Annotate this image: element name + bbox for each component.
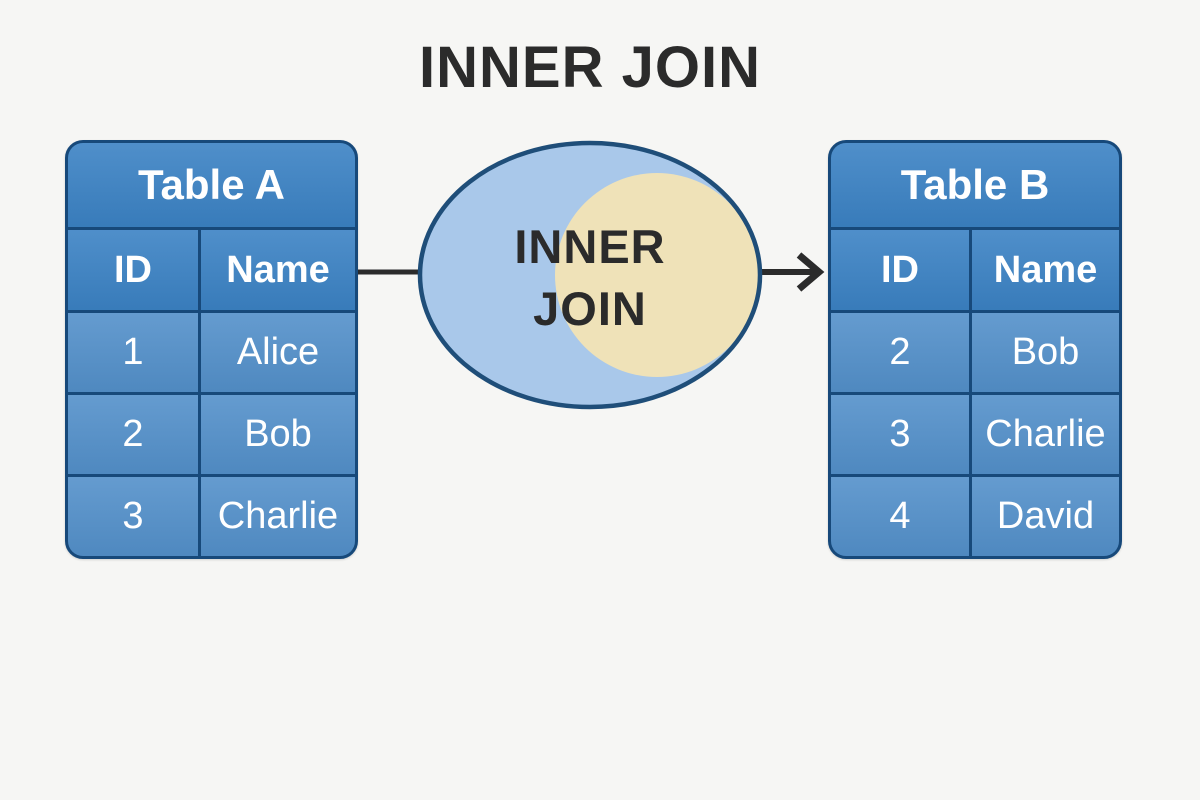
table-cell: 2 bbox=[68, 395, 198, 474]
table-cell: 1 bbox=[68, 313, 198, 392]
table-cell: 4 bbox=[831, 477, 969, 556]
table-cell: Alice bbox=[201, 313, 355, 392]
table-b: Table B ID Name 2 Bob 3 Charlie 4 David bbox=[828, 140, 1122, 559]
table-b-title: Table B bbox=[831, 143, 1119, 227]
table-cell: 3 bbox=[831, 395, 969, 474]
table-cell: David bbox=[972, 477, 1119, 556]
table-b-column-header-id: ID bbox=[831, 230, 969, 310]
table-cell: 3 bbox=[68, 477, 198, 556]
table-cell: Bob bbox=[201, 395, 355, 474]
table-a: Table A ID Name 1 Alice 2 Bob 3 Charlie bbox=[65, 140, 358, 559]
page-title: INNER JOIN bbox=[419, 35, 761, 100]
venn-label: INNER JOIN bbox=[440, 216, 740, 340]
table-a-column-header-name: Name bbox=[201, 230, 355, 310]
venn-label-line1: INNER bbox=[514, 220, 666, 273]
venn-overlap-circle bbox=[555, 173, 759, 377]
table-cell: Charlie bbox=[201, 477, 355, 556]
venn-label-line2: JOIN bbox=[533, 282, 647, 335]
table-a-column-header-id: ID bbox=[68, 230, 198, 310]
table-a-title: Table A bbox=[68, 143, 355, 227]
table-cell: Charlie bbox=[972, 395, 1119, 474]
arrow-right-icon bbox=[796, 252, 825, 292]
table-cell: Bob bbox=[972, 313, 1119, 392]
table-b-column-header-name: Name bbox=[972, 230, 1119, 310]
table-cell: 2 bbox=[831, 313, 969, 392]
venn-ellipse-outline bbox=[417, 140, 763, 410]
